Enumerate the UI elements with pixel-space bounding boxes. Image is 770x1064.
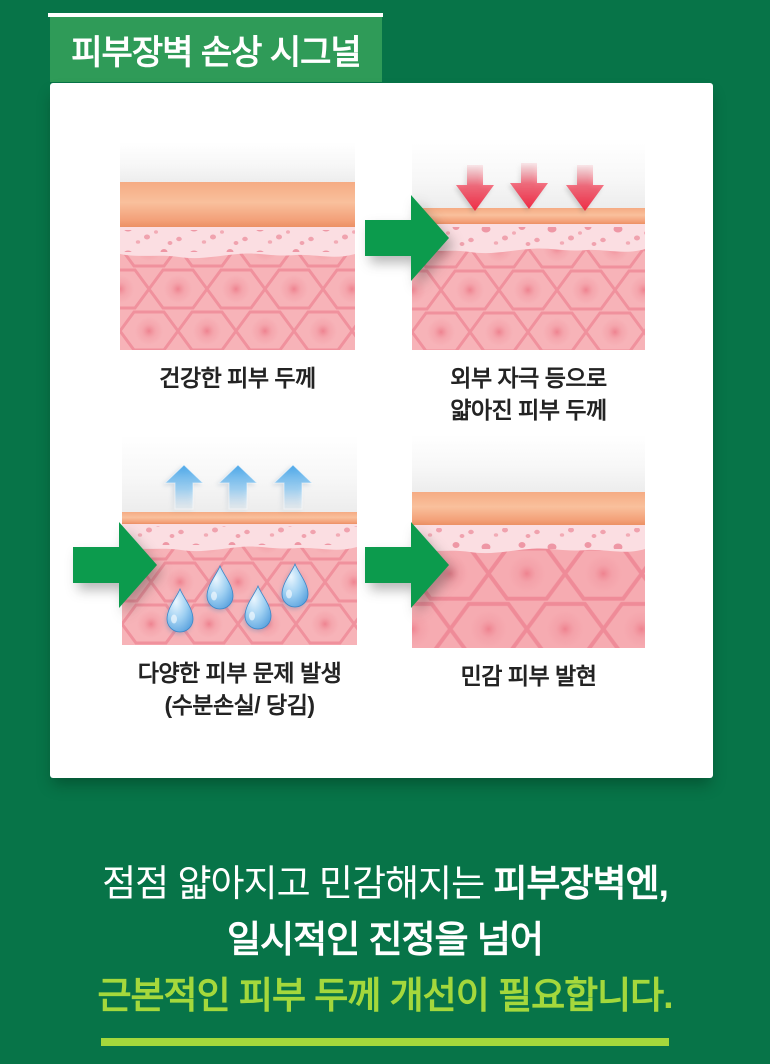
skin-cross-section-thinned-illustration bbox=[412, 143, 645, 350]
footer-line-3: 근본적인 피부 두께 개선이 필요합니다. bbox=[97, 975, 673, 1016]
caption-line: 얇아진 피부 두께 bbox=[450, 397, 607, 423]
blue-up-arrow-icon bbox=[163, 464, 205, 510]
skin-cross-section-healthy-illustration bbox=[120, 142, 355, 350]
panel-caption: 외부 자극 등으로 얇아진 피부 두께 bbox=[412, 362, 645, 426]
water-drop-icon bbox=[244, 584, 272, 630]
caption-line: 건강한 피부 두께 bbox=[159, 365, 316, 391]
highlight-underline-bar bbox=[101, 1038, 669, 1046]
skin-cross-section-moisture-loss-illustration bbox=[122, 435, 357, 645]
caption-line: (수분손실/ 당김) bbox=[164, 692, 315, 718]
panel-caption: 다양한 피부 문제 발생 (수분손실/ 당김) bbox=[122, 657, 357, 721]
title-badge: 피부장벽 손상 시그널 bbox=[50, 17, 382, 82]
caption-line: 외부 자극 등으로 bbox=[450, 365, 607, 391]
panel-skin-problems: 다양한 피부 문제 발생 (수분손실/ 당김) bbox=[122, 435, 357, 721]
red-down-arrow-icon bbox=[456, 165, 494, 211]
blue-up-arrow-icon bbox=[217, 464, 259, 510]
skin-cross-section-sensitive-illustration bbox=[412, 435, 645, 648]
illustration-card: 건강한 피부 두께 bbox=[50, 83, 713, 778]
panel-sensitive-skin: 민감 피부 발현 bbox=[412, 435, 645, 692]
footer-message: 점점 얇아지고 민감해지는 피부장벽엔, 일시적인 진정을 넘어 근본적인 피부… bbox=[0, 856, 770, 1046]
title-badge-label: 피부장벽 손상 시그널 bbox=[71, 34, 361, 72]
red-down-arrow-icon bbox=[510, 163, 548, 209]
panel-caption: 민감 피부 발현 bbox=[412, 660, 645, 692]
green-right-arrow-icon bbox=[365, 195, 449, 281]
panel-caption: 건강한 피부 두께 bbox=[120, 362, 355, 394]
water-drop-icon bbox=[281, 562, 309, 608]
water-drop-icon bbox=[206, 564, 234, 610]
panel-healthy-skin: 건강한 피부 두께 bbox=[120, 142, 355, 394]
footer-line-2: 일시적인 진정을 넘어 bbox=[227, 919, 544, 960]
blue-up-arrow-icon bbox=[272, 464, 314, 510]
green-right-arrow-icon bbox=[73, 522, 157, 608]
footer-line1-bold: 피부장벽엔, bbox=[493, 863, 668, 904]
red-down-arrow-icon bbox=[566, 165, 604, 211]
caption-line: 민감 피부 발현 bbox=[460, 663, 597, 689]
badge-top-line bbox=[48, 13, 383, 17]
footer-line-1: 점점 얇아지고 민감해지는 피부장벽엔, bbox=[0, 856, 770, 912]
caption-line: 다양한 피부 문제 발생 bbox=[137, 660, 342, 686]
panel-thinned-skin: 외부 자극 등으로 얇아진 피부 두께 bbox=[412, 143, 645, 426]
water-drop-icon bbox=[166, 587, 194, 633]
green-right-arrow-icon bbox=[365, 522, 449, 608]
footer-line1-regular: 점점 얇아지고 민감해지는 bbox=[102, 863, 494, 904]
